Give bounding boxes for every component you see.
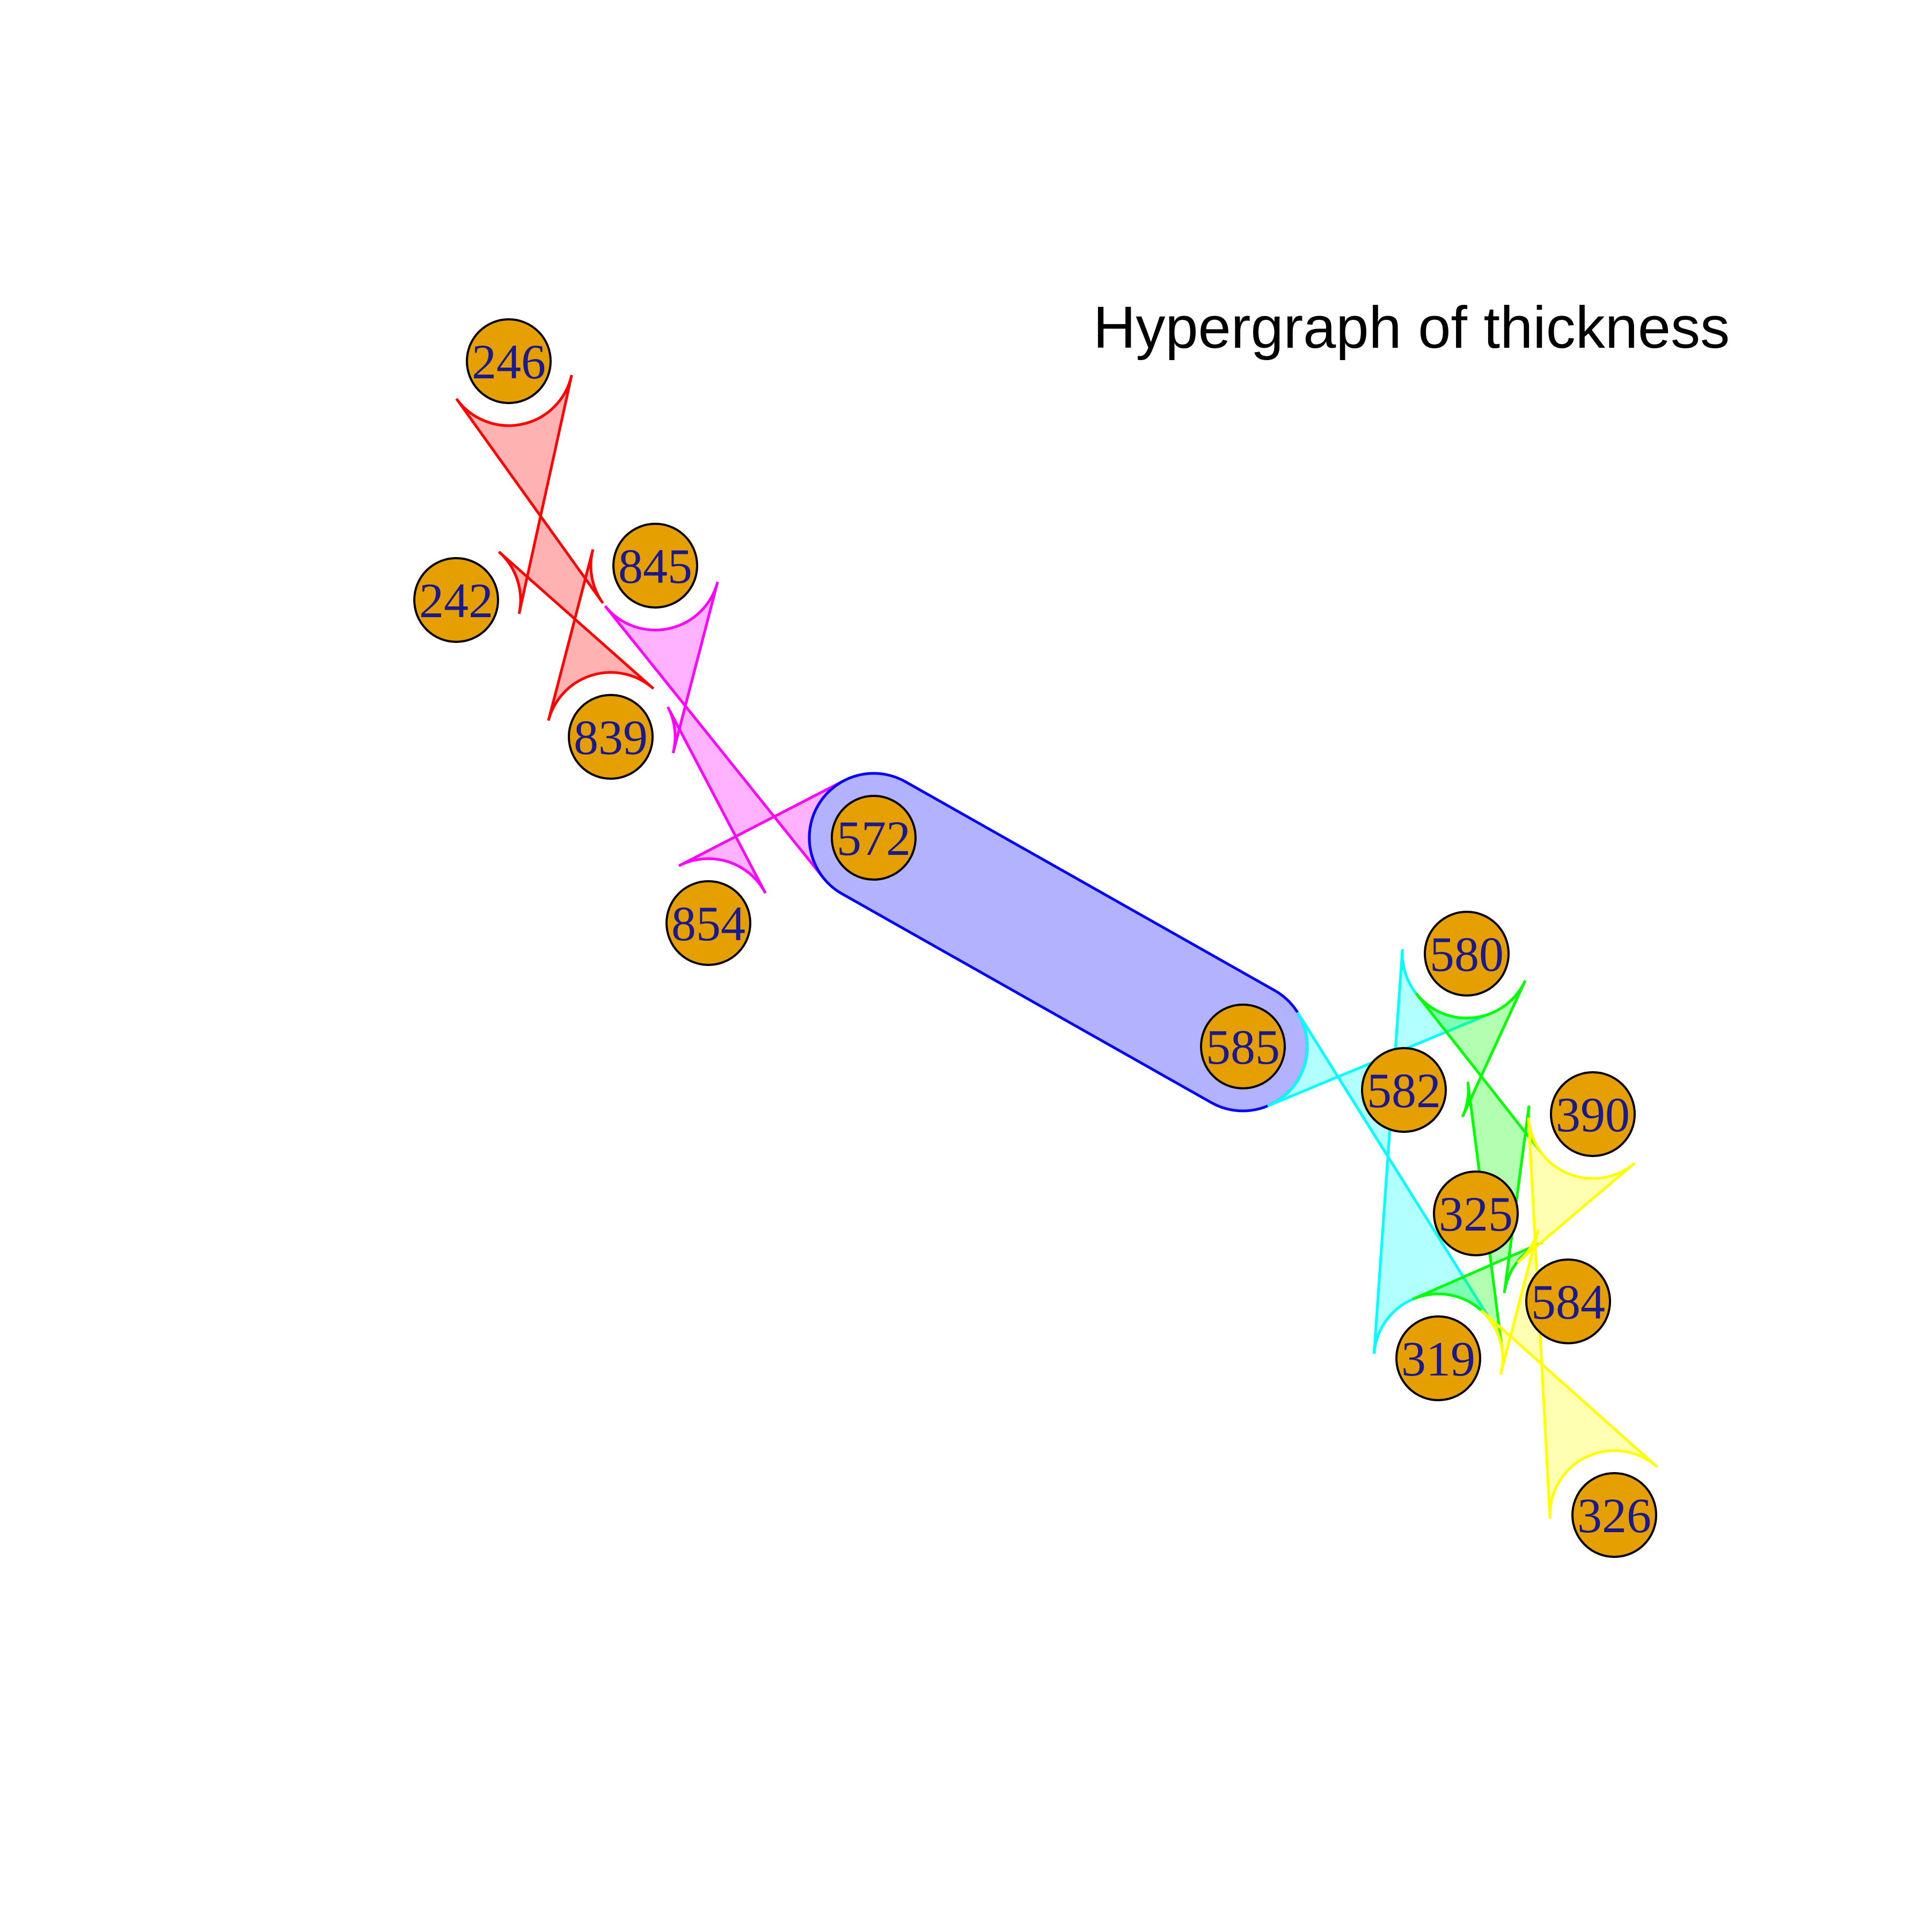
node-circle [1200,1004,1286,1089]
node-580: 580 [1424,911,1510,997]
node-circle [1395,1315,1481,1401]
node-label: 326 [1577,1488,1651,1543]
node-label: 845 [618,539,692,594]
hyperedge-1 [455,375,655,721]
node-242: 242 [413,557,499,643]
node-label: 584 [1531,1275,1605,1329]
node-845: 845 [612,523,698,609]
node-circle [1525,1258,1611,1344]
node-label: 582 [1367,1063,1441,1118]
diagram-title: Hypergraph of thickness [1093,295,1730,361]
node-label: 572 [837,811,911,866]
node-circle [466,318,552,404]
node-319: 319 [1395,1315,1481,1401]
node-circle [665,880,751,966]
node-572: 572 [831,795,917,881]
node-layer: 246 242 845 839 572 854 585 580 582 390 325 584 319 3… [413,318,1657,1558]
node-label: 242 [419,573,493,628]
node-circle [568,694,654,780]
hyperedge-layer [455,375,1658,1519]
node-label: 390 [1556,1087,1630,1142]
node-246: 246 [466,318,552,404]
node-label: 585 [1206,1020,1280,1074]
node-circle [612,523,698,609]
node-326: 326 [1571,1472,1657,1558]
node-390: 390 [1550,1071,1636,1157]
node-582: 582 [1361,1047,1447,1133]
node-circle [1571,1472,1657,1558]
node-circle [1361,1047,1447,1133]
node-325: 325 [1433,1170,1519,1256]
node-label: 854 [671,896,745,951]
node-label: 839 [574,710,648,765]
node-854: 854 [665,880,751,966]
node-584: 584 [1525,1258,1611,1344]
node-839: 839 [568,694,654,780]
node-circle [1424,911,1510,997]
node-circle [413,557,499,643]
node-circle [1433,1170,1519,1256]
node-label: 325 [1439,1187,1513,1241]
node-label: 580 [1430,927,1504,982]
node-circle [1550,1071,1636,1157]
node-label: 246 [472,334,546,389]
node-585: 585 [1200,1004,1286,1089]
hyperedge-6 [1480,1117,1658,1519]
node-label: 319 [1401,1331,1475,1386]
node-circle [831,795,917,881]
